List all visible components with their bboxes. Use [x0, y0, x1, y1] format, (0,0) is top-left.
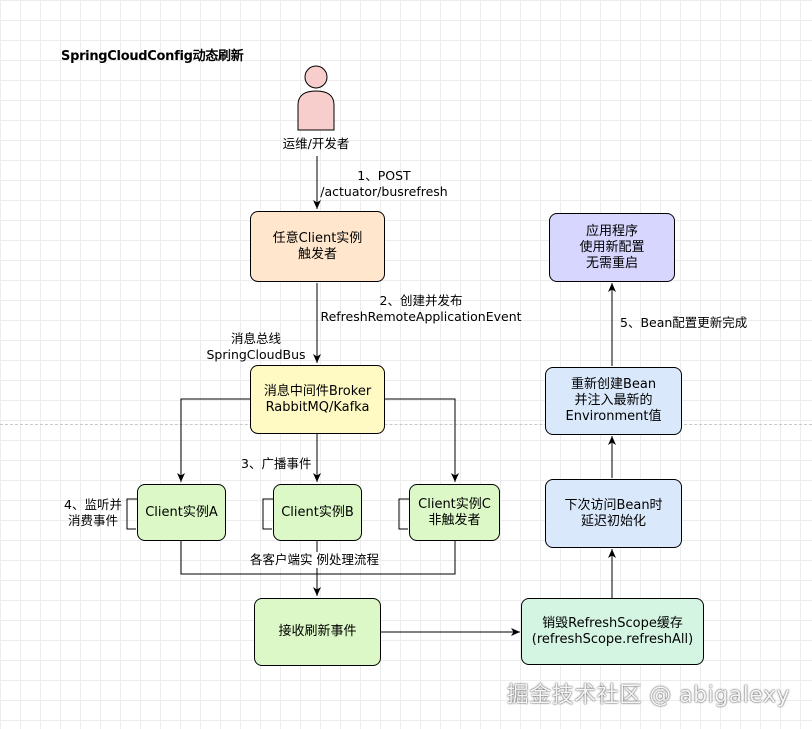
client-c-node: Client实例C 非触发者 — [409, 484, 500, 541]
flow-label: 各客户端实 例处理流程 — [250, 552, 379, 568]
step3-label: 3、广播事件 — [241, 456, 312, 471]
actor-label: 运维/开发者 — [282, 136, 350, 151]
edge-client-a-merge — [180, 541, 317, 575]
step4-line2: 消费事件 — [67, 513, 118, 528]
lazy-init-node: 下次访问Bean时 延迟初始化 — [545, 479, 682, 548]
client-a-line1: Client实例A — [145, 504, 218, 520]
step2-line1: 2、创建并发布 — [379, 293, 463, 308]
app-line3: 无需重启 — [585, 255, 638, 271]
destroy-line2: (refreshScope.refreshAll) — [531, 631, 694, 647]
destroy-line1: 销毁RefreshScope缓存 — [542, 615, 683, 631]
broker-line1: 消息中间件Broker — [263, 383, 372, 399]
step5-label: 5、Bean配置更新完成 — [620, 315, 748, 330]
client-b-node: Client实例B — [273, 484, 362, 541]
client-c-line1: Client实例C — [418, 496, 491, 512]
receive-node: 接收刷新事件 — [254, 598, 381, 666]
app-line2: 使用新配置 — [579, 239, 645, 255]
step2-line2: RefreshRemoteApplicationEvent — [320, 309, 522, 324]
client-trigger-node: 任意Client实例 触发者 — [250, 211, 385, 282]
watermark: 掘金技术社区 @ abigalexy — [506, 683, 790, 708]
step4-line1: 4、监听并 — [64, 497, 122, 512]
recreate-line1: 重新创建Bean — [570, 377, 657, 392]
edge-client-c-merge — [317, 541, 456, 575]
edge-broker-to-client-c — [384, 398, 459, 482]
bus-line1: 消息总线 — [230, 331, 281, 346]
actor-icon — [296, 63, 336, 131]
step2-label: 2、创建并发布 RefreshRemoteApplicationEvent — [320, 293, 522, 325]
broker-line2: RabbitMQ/Kafka — [265, 399, 370, 415]
client-trigger-line2: 触发者 — [297, 246, 337, 262]
loop-client-a — [126, 498, 137, 530]
background-divider — [0, 424, 812, 425]
step1-line2: /actuator/busrefresh — [320, 184, 448, 199]
lazy-init-line2: 延迟初始化 — [580, 513, 646, 529]
lazy-init-line1: 下次访问Bean时 — [564, 497, 663, 513]
step1-line1: 1、POST — [357, 168, 411, 183]
client-b-line1: Client实例B — [281, 504, 354, 520]
app-node: 应用程序 使用新配置 无需重启 — [549, 213, 675, 282]
client-trigger-line1: 任意Client实例 — [272, 230, 363, 246]
edge-broker-to-client-a — [177, 398, 250, 482]
app-line1: 应用程序 — [585, 223, 638, 239]
receive-line1: 接收刷新事件 — [278, 624, 357, 639]
bus-line2: SpringCloudBus — [206, 347, 306, 362]
step4-label: 4、监听并 消费事件 — [58, 497, 128, 529]
client-c-line2: 非触发者 — [428, 512, 481, 528]
broker-node: 消息中间件Broker RabbitMQ/Kafka — [250, 365, 385, 434]
step1-label: 1、POST /actuator/busrefresh — [316, 168, 452, 200]
loop-client-b — [262, 498, 273, 530]
diagram-title: SpringCloudConfig动态刷新 — [61, 49, 244, 64]
client-a-node: Client实例A — [137, 484, 226, 541]
loop-client-c — [398, 498, 409, 530]
recreate-bean-node: 重新创建Bean 并注入最新的 Environment值 — [545, 367, 682, 435]
recreate-line2: 并注入最新的 — [574, 393, 653, 408]
bus-label: 消息总线 SpringCloudBus — [203, 331, 309, 363]
recreate-line3: Environment值 — [565, 409, 662, 424]
destroy-cache-node: 销毁RefreshScope缓存 (refreshScope.refreshAl… — [521, 598, 704, 665]
